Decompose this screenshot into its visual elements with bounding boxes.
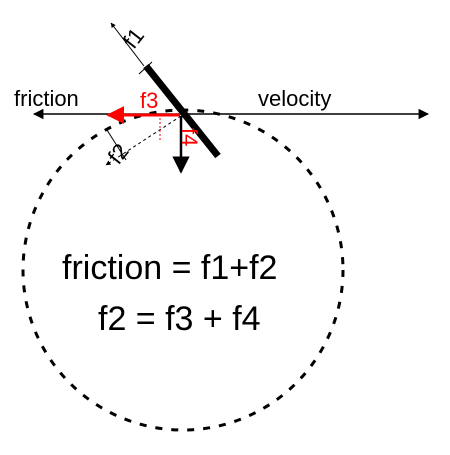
f3-label: f3 <box>140 88 158 113</box>
f2-label: f2 <box>103 139 134 169</box>
equation-f2: f2 = f3 + f4 <box>98 300 261 338</box>
velocity-label: velocity <box>258 86 331 111</box>
tangent-plate <box>143 63 221 159</box>
f4-label: f4 <box>177 128 202 146</box>
friction-label: friction <box>14 86 79 111</box>
f1-arrow <box>110 22 145 67</box>
f1-tick <box>138 61 153 75</box>
f2-arrow <box>105 115 182 166</box>
f1-label: f1 <box>118 23 149 53</box>
f2-tick <box>106 129 127 161</box>
equation-friction: friction = f1+f2 <box>62 249 277 287</box>
